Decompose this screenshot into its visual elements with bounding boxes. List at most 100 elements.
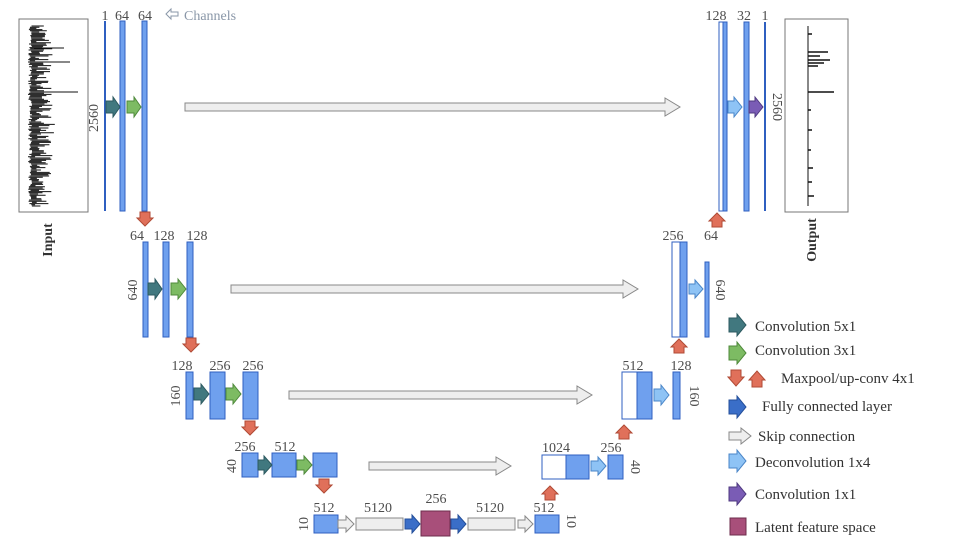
dec3-output-block [672,371,681,420]
enc3-channels-2: 256 [210,359,231,374]
legend-label-conv5: Convolution 5x1 [755,319,856,335]
skip-arrow-icon [184,97,681,117]
decoder-level-2: 256 64 640 [663,212,727,338]
dec2-upconv-block [679,241,688,338]
bottleneck-channels-2: 5120 [364,501,392,516]
encoder-level-2: 64 128 128 640 [126,229,639,353]
dec1-skip-block [718,21,724,212]
enc1-channels-1: 1 [102,9,109,24]
input-waveform [28,25,55,207]
output-waveform-peaks [808,33,834,197]
enc2-block-a [142,241,149,338]
dec2-output-block [704,261,710,338]
output-label: Output [805,218,820,262]
dec4-length: 40 [627,460,642,474]
dec4-skip-block [541,454,567,480]
enc1-block-b [141,20,148,212]
conv3-arrow-icon [728,340,747,366]
encoder-level-1: 1 64 64 2560 [87,9,681,227]
input-waveform-peaks [34,47,78,93]
legend-label-maxpool: Maxpool/up-conv 4x1 [781,371,915,387]
enc2-block-b [162,241,170,338]
enc3-channels-3: 256 [243,359,264,374]
dec1-channels-1: 128 [706,9,727,24]
decoder-level-4: 1024 256 40 [541,424,642,480]
reshape-arrow-icon [517,514,534,534]
maxpool-down-icon [726,369,746,387]
enc2-channels-1: 64 [130,229,144,244]
channels-pointer-icon [165,7,179,21]
enc4-block-b [271,452,297,478]
enc4-length: 40 [225,459,240,473]
dec1-length: 2560 [769,93,784,121]
fc-arrow-icon [728,394,747,420]
enc4-block-a [241,452,259,478]
enc2-channels-3: 128 [187,229,208,244]
legend-label-fc: Fully connected layer [762,399,892,415]
dec1-upconv-block [722,21,728,212]
enc1-channels-2: 64 [115,9,129,24]
dec4-output-block [607,454,624,480]
dec3-length: 160 [686,386,701,407]
deconv-arrow-icon [688,278,704,300]
enc2-channels-2: 128 [154,229,175,244]
enc4-channels-2: 512 [275,440,296,455]
latent-size: 256 [426,492,447,507]
flatten-arrow-icon [337,514,355,534]
maxpool-arrow-icon [181,337,201,353]
dec2-skip-block [671,241,681,338]
maxpool-arrow-icon [135,211,155,227]
skip-arrow-icon [728,426,752,446]
legend-label-conv3: Convolution 3x1 [755,343,856,359]
encoder-level-4: 256 512 40 [225,440,512,494]
enc2-block-c [186,241,194,338]
dec3-channels-1: 512 [623,359,644,374]
fc-arrow-icon [450,513,467,535]
legend-label-latent: Latent feature space [755,520,876,536]
channels-label: Channels [184,9,236,24]
upconv-arrow-icon [540,485,560,501]
legend-label-conv1: Convolution 1x1 [755,487,856,503]
enc3-length: 160 [169,386,184,407]
decoder-level-1: 128 32 1 2560 [706,9,784,212]
decoder-level-3: 512 128 160 [621,338,701,420]
bottleneck: 512 5120 256 5120 512 10 10 [297,485,578,537]
enc4-channels-1: 256 [235,440,256,455]
enc1-channels-3: 64 [138,9,152,24]
enc1-length: 2560 [87,104,102,132]
dec3-channels-2: 128 [671,359,692,374]
enc1-block-a [119,20,126,212]
upconv-arrow-icon [614,424,634,440]
skip-arrow-icon [288,385,593,405]
conv5-arrow-icon [728,312,747,338]
enc3-block-c [242,371,259,420]
upconv-up-icon [747,370,767,388]
encoder-level-3: 128 256 256 160 [169,359,593,436]
dec1-channels-2: 32 [737,9,751,24]
conv1-arrow-icon [748,95,764,119]
deconv-arrow-icon [590,455,607,477]
dense-vector-left [355,517,404,531]
input-signal-plot [28,25,78,207]
maxpool-upconv-arrows-icon [726,369,767,388]
dec4-channels-1: 1024 [542,441,570,456]
legend: Convolution 5x1 Convolution 3x1 Maxpool/… [726,312,915,536]
conv5-arrow-icon [147,277,163,301]
latent-square-icon [729,517,747,536]
maxpool-arrow-icon [314,478,334,494]
bottleneck-channels-1: 512 [314,501,335,516]
enc2-length: 640 [126,280,141,301]
fc-arrow-icon [404,513,421,535]
bottleneck-channels-5: 512 [534,501,555,516]
dec1-channels-3: 1 [762,9,769,24]
skip-arrow-icon [368,456,512,476]
upconv-arrow-icon [669,338,689,354]
dec2-channels-1: 256 [663,229,684,244]
conv3-arrow-icon [126,95,142,119]
dec2-channels-2: 64 [704,229,718,244]
legend-label-skip: Skip connection [758,429,856,445]
dec4-channels-2: 256 [601,441,622,456]
output-signal-plot [807,26,834,206]
